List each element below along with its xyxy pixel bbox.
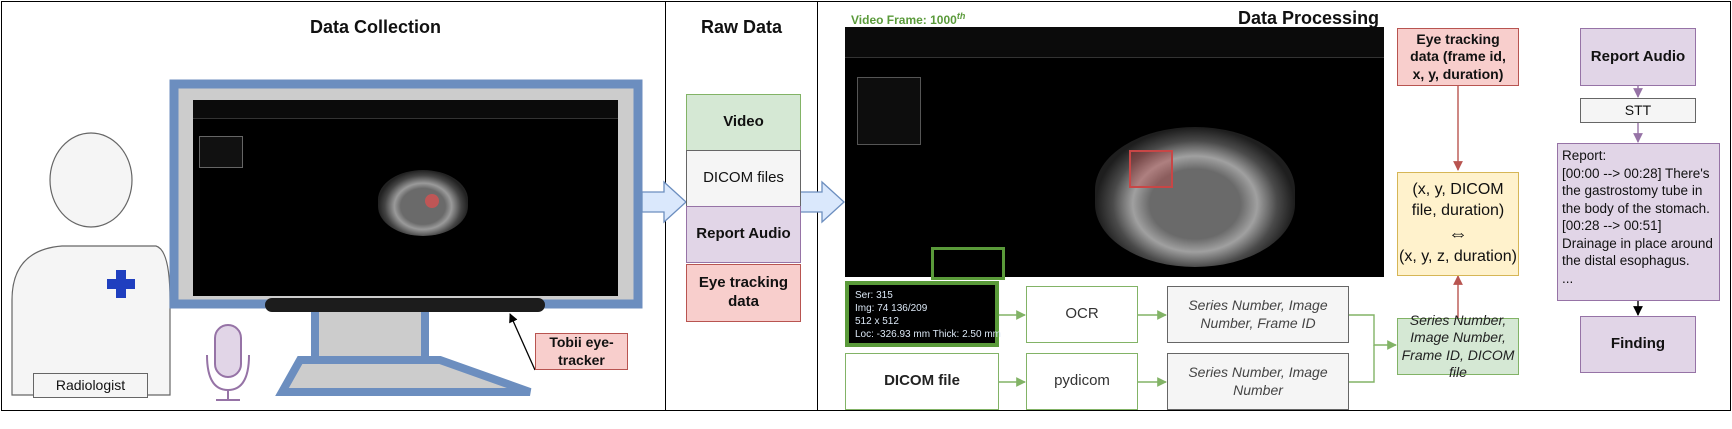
ocr-crop-line-3: 512 x 512 bbox=[855, 316, 899, 327]
eye-tracker-bar bbox=[265, 298, 545, 312]
ct-scan-image bbox=[378, 170, 468, 236]
eye-tracking-data-box: Eye tracking data (frame id, x, y, durat… bbox=[1397, 28, 1519, 86]
gaze-marker bbox=[425, 194, 439, 208]
dicom-file-input: DICOM file bbox=[845, 353, 999, 410]
merged-output: Series Number, Image Number, Frame ID, D… bbox=[1397, 312, 1519, 380]
ocr-crop-line-1: Ser: 315 bbox=[855, 290, 893, 301]
ocr-output-merge-arrow bbox=[1349, 314, 1397, 350]
collection-to-raw-arrow bbox=[641, 180, 687, 224]
video-frame-sup: th bbox=[956, 11, 966, 21]
raw-data-title: Raw Data bbox=[701, 17, 783, 37]
tracker-pointer-arrow bbox=[509, 313, 536, 371]
finding-box: Finding bbox=[1580, 316, 1696, 373]
raw-report-audio-item: Report Audio bbox=[686, 206, 801, 263]
ocr-crop-line-2: Img: 74 136/209 bbox=[855, 303, 928, 314]
medical-cross-icon bbox=[107, 270, 135, 298]
monitor-screen bbox=[193, 100, 618, 296]
mapping-arrow: ⇔ bbox=[1448, 223, 1468, 246]
microphone-icon bbox=[206, 324, 250, 401]
report-audio-box: Report Audio bbox=[1580, 28, 1696, 86]
frame-ocr-crop-outline bbox=[931, 247, 1005, 280]
mapping-line-2: (x, y, z, duration) bbox=[1399, 248, 1517, 266]
data-collection-title: Data Collection bbox=[310, 17, 442, 37]
mapping-line-1: (x, y, DICOM file, duration) bbox=[1411, 180, 1505, 219]
radiologist-figure bbox=[11, 132, 171, 396]
ocr-crop-line-4: Loc: -326.93 mm Thick: 2.50 mm bbox=[855, 329, 1001, 340]
frame-gaze-region bbox=[1129, 150, 1173, 188]
pydicom-step: pydicom bbox=[1026, 353, 1138, 410]
raw-video-item: Video bbox=[686, 94, 801, 151]
report-text-box: Report: [00:00 --> 00:28] There's the ga… bbox=[1557, 143, 1720, 301]
video-frame-text: Video Frame: 1000 bbox=[851, 13, 957, 27]
frame-thumbnail bbox=[857, 77, 921, 145]
ocr-output: Series Number, Image Number, Frame ID bbox=[1167, 286, 1349, 343]
tobii-eye-tracker-label: Tobii eye-tracker bbox=[535, 333, 628, 370]
stt-box: STT bbox=[1580, 98, 1696, 123]
data-processing-title: Data Processing bbox=[1238, 8, 1380, 28]
raw-eye-tracking-item: Eye tracking data bbox=[686, 264, 801, 322]
raw-to-processing-arrow bbox=[799, 180, 845, 224]
pydicom-output: Series Number, Image Number bbox=[1167, 353, 1349, 410]
viewer-toolbar bbox=[193, 100, 618, 119]
monitor-stand bbox=[275, 301, 532, 396]
pydicom-output-merge-line bbox=[1349, 345, 1375, 383]
ocr-crop-image: Ser: 315 Img: 74 136/209 512 x 512 Loc: … bbox=[845, 281, 1001, 347]
coordinate-mapping-box: (x, y, DICOM file, duration) ⇔ (x, y, z,… bbox=[1397, 172, 1519, 276]
radiologist-label: Radiologist bbox=[33, 373, 148, 398]
video-frame-screen bbox=[845, 27, 1384, 280]
thumbnail-panel bbox=[199, 136, 243, 168]
raw-dicom-files-item: DICOM files bbox=[686, 150, 801, 207]
frame-toolbar bbox=[845, 27, 1384, 58]
ocr-step: OCR bbox=[1026, 286, 1138, 343]
video-frame-label: Video Frame: 1000th bbox=[851, 11, 965, 27]
frame-ct-image bbox=[1095, 127, 1295, 267]
